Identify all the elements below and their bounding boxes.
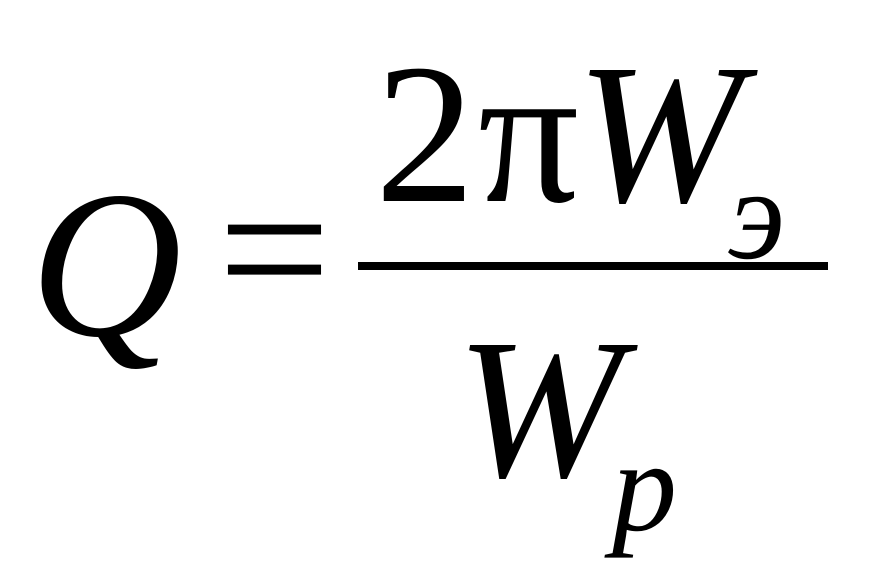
- denominator-subscript: p: [612, 415, 677, 559]
- numerator-subscript: э: [728, 143, 786, 287]
- lhs-variable: Q: [30, 149, 182, 381]
- numerator-pi-symbol: π: [478, 24, 579, 245]
- numerator-variable: W: [576, 24, 743, 245]
- denominator-variable: W: [456, 299, 623, 520]
- fraction-bar: [358, 262, 828, 270]
- numerator-coefficient: 2: [375, 24, 475, 245]
- equals-sign: =: [218, 139, 331, 360]
